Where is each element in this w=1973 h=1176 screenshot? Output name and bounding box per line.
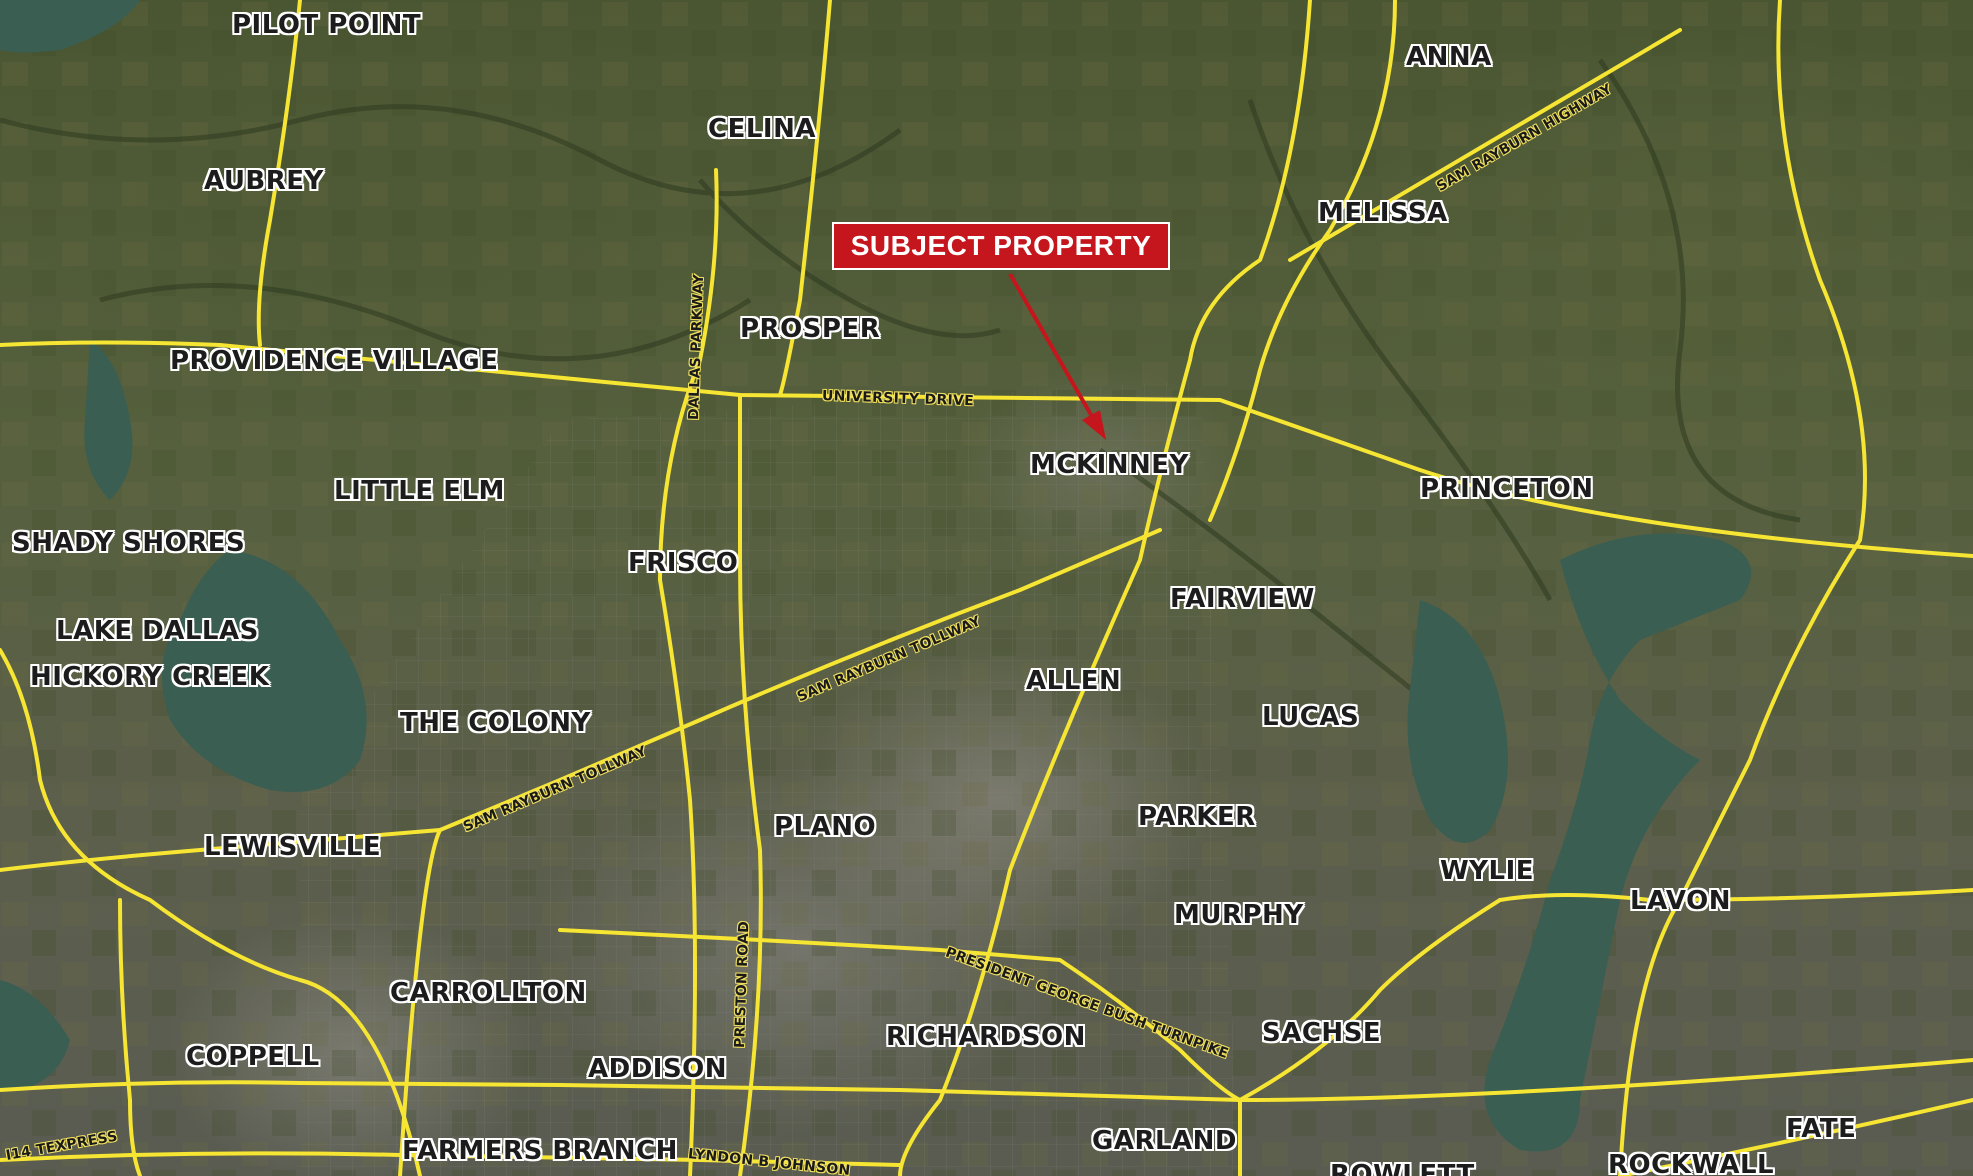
preston-road bbox=[738, 393, 763, 1176]
city-label-plano: PLANO bbox=[774, 812, 877, 842]
lakes bbox=[0, 0, 1752, 1152]
dallas-parkway-road bbox=[658, 168, 719, 1176]
urban-area bbox=[300, 380, 1240, 1176]
us-75-road bbox=[898, 0, 1312, 1176]
city-label-prosper: PROSPER bbox=[740, 314, 881, 344]
lavon-lake-west bbox=[1407, 600, 1508, 843]
pgbt-road bbox=[1238, 898, 1502, 1102]
city-label-coppell: COPPELL bbox=[186, 1042, 320, 1072]
city-label-richardson: RICHARDSON bbox=[886, 1022, 1086, 1052]
subject-property-callout[interactable]: SUBJECT PROPERTY bbox=[832, 222, 1170, 270]
city-label-carrollton: CARROLLTON bbox=[390, 978, 587, 1008]
city-label-the-colony: THE COLONY bbox=[400, 708, 591, 738]
city-label-aubrey: AUBREY bbox=[204, 166, 324, 196]
city-label-shady-shores: SHADY SHORES bbox=[12, 528, 246, 558]
city-label-parker: PARKER bbox=[1138, 802, 1256, 832]
city-label-anna: ANNA bbox=[1406, 42, 1492, 72]
city-label-lake-dallas: LAKE DALLAS bbox=[56, 616, 259, 646]
city-label-wylie: WYLIE bbox=[1440, 856, 1535, 886]
city-label-allen: ALLEN bbox=[1026, 666, 1122, 696]
city-label-lavon: LAVON bbox=[1630, 886, 1731, 916]
city-label-princeton: PRINCETON bbox=[1420, 474, 1594, 504]
city-label-farmers-branch: FARMERS BRANCH bbox=[402, 1136, 678, 1166]
lavon-lake bbox=[1484, 533, 1752, 1152]
city-label-little-elm: LITTLE ELM bbox=[334, 476, 505, 506]
university-drive-road bbox=[0, 340, 1973, 558]
city-label-rockwall: ROCKWALL bbox=[1608, 1150, 1775, 1176]
city-label-pilot-point: PILOT POINT bbox=[232, 10, 422, 40]
city-label-frisco: FRISCO bbox=[628, 548, 739, 578]
city-label-hickory-creek: HICKORY CREEK bbox=[30, 662, 270, 692]
city-label-sachse: SACHSE bbox=[1262, 1018, 1382, 1048]
city-label-providence-village: PROVIDENCE VILLAGE bbox=[170, 346, 499, 376]
city-label-mckinney: MCKINNEY bbox=[1030, 450, 1189, 480]
pilot-point-road bbox=[256, 0, 302, 347]
city-label-addison: ADDISON bbox=[588, 1054, 728, 1084]
sam-rayburn-highway-road bbox=[1288, 28, 1682, 262]
city-label-lucas: LUCAS bbox=[1262, 702, 1360, 732]
subject-property-label: SUBJECT PROPERTY bbox=[850, 230, 1152, 261]
lewisville-lake bbox=[162, 550, 367, 792]
city-label-melissa: MELISSA bbox=[1318, 198, 1448, 228]
city-label-fate: FATE bbox=[1786, 1114, 1857, 1144]
city-label-celina: CELINA bbox=[708, 114, 816, 144]
lake-ray-roberts bbox=[0, 0, 140, 53]
city-label-rowlett: ROWLETT bbox=[1330, 1160, 1475, 1176]
city-label-lewisville: LEWISVILLE bbox=[204, 832, 382, 862]
city-label-fairview: FAIRVIEW bbox=[1170, 584, 1315, 614]
sam-rayburn-tollway-road bbox=[398, 528, 1162, 1176]
creeks bbox=[0, 58, 1801, 722]
city-label-murphy: MURPHY bbox=[1174, 900, 1304, 930]
city-label-garland: GARLAND bbox=[1092, 1126, 1238, 1156]
east-road bbox=[1618, 0, 1867, 1176]
